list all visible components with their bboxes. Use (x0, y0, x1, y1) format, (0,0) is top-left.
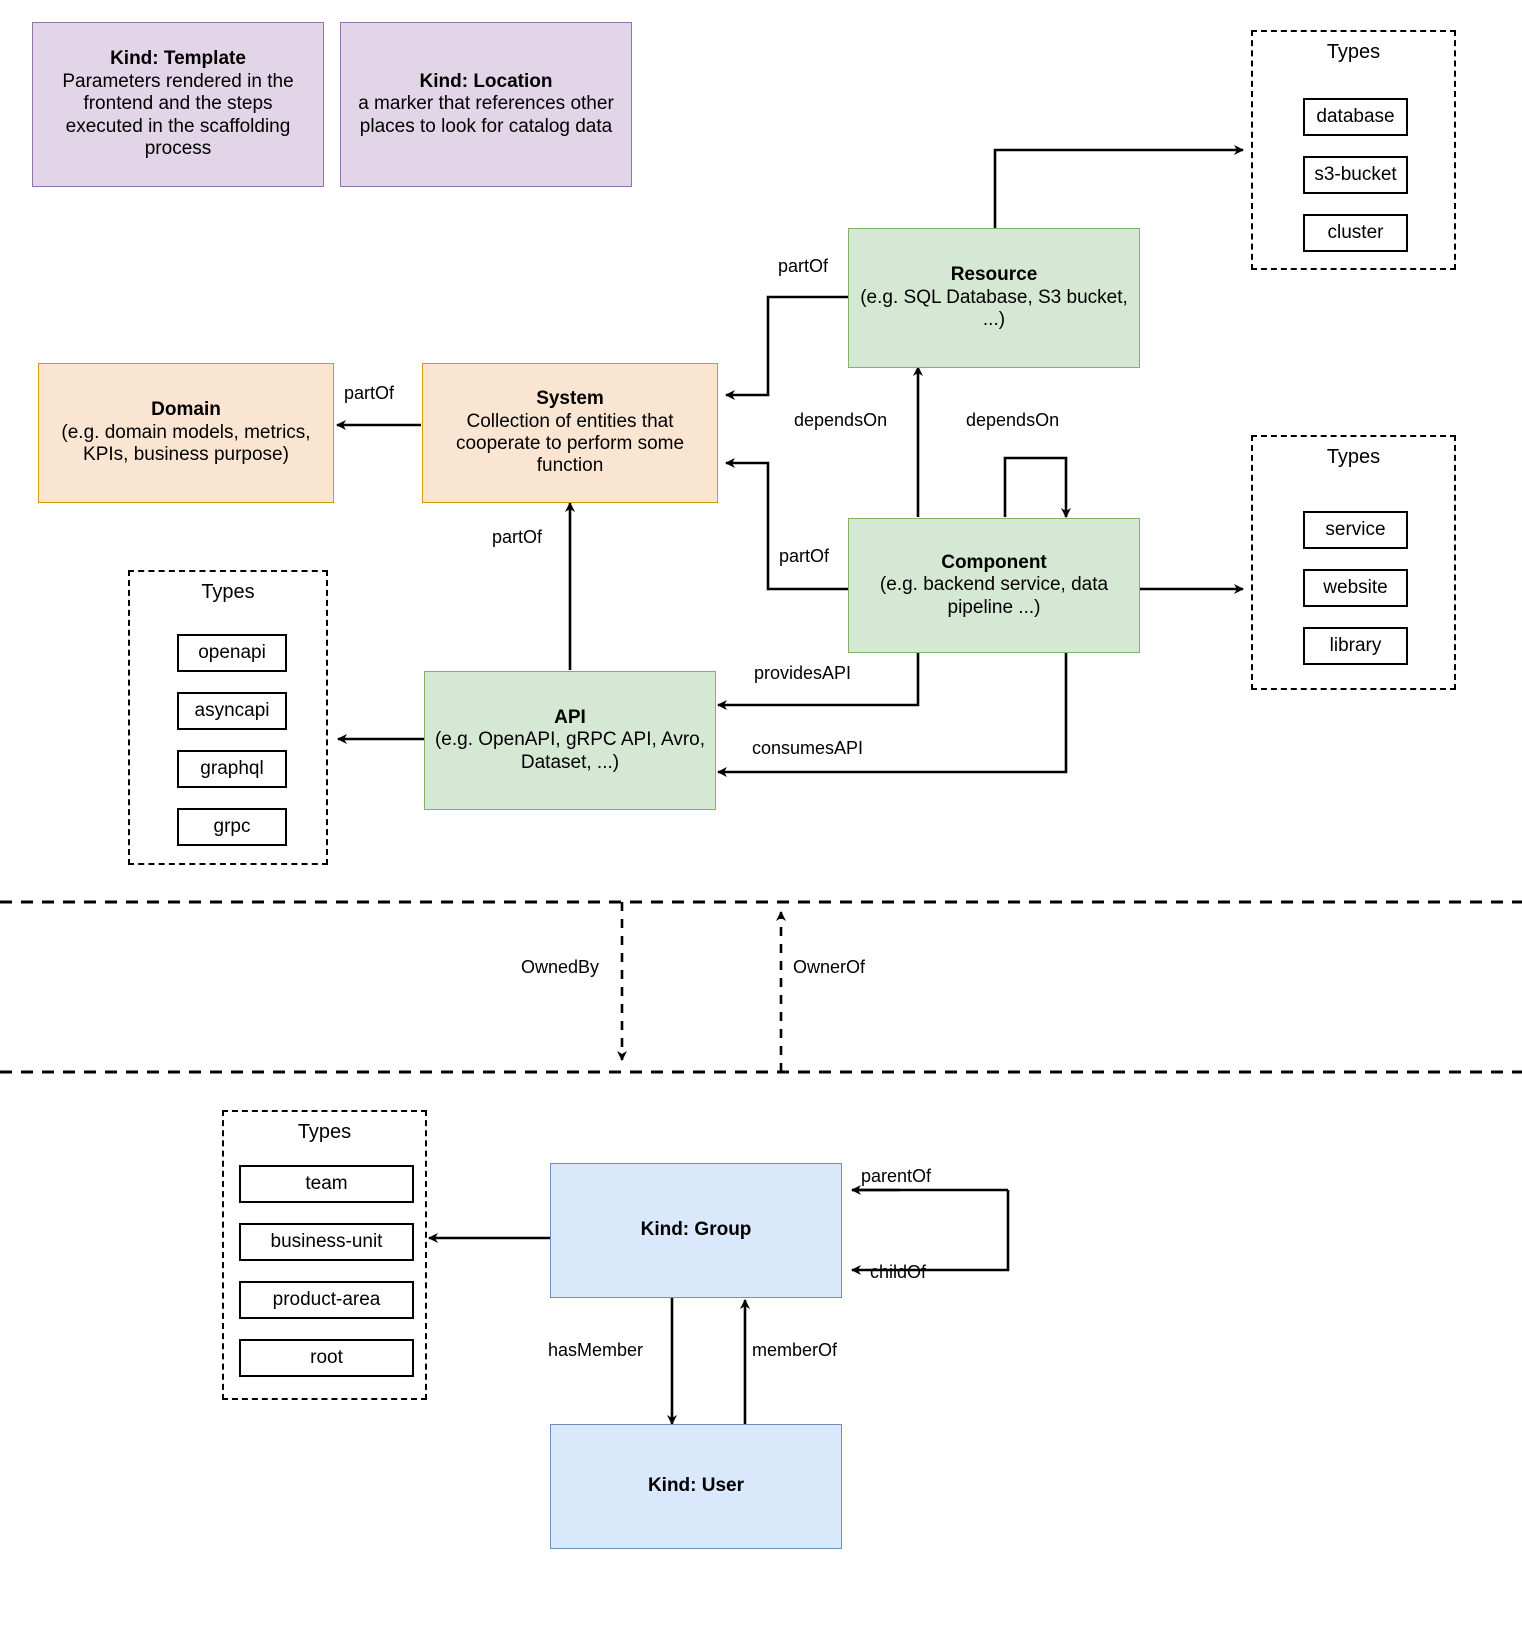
node-api-title: API (554, 706, 586, 728)
node-template-description: Parameters rendered in the frontend and … (62, 70, 294, 160)
node-kind-user[interactable]: Kind: User (550, 1424, 842, 1549)
node-kind-group[interactable]: Kind: Group (550, 1163, 842, 1298)
node-user-title: Kind: User (647, 1475, 745, 1497)
edge-label-system-partof-domain: partOf (344, 383, 395, 403)
type-chip-library[interactable]: library (1303, 627, 1408, 665)
edge-label-providesapi: providesAPI (754, 663, 852, 683)
edge-label-ownedby: OwnedBy (521, 957, 600, 977)
type-chip-team[interactable]: team (239, 1165, 414, 1203)
edge-component-providesapi-api (717, 652, 920, 710)
node-component-title: Component (941, 551, 1047, 573)
node-resource-title: Resource (950, 264, 1038, 286)
types-header-api: Types (201, 581, 255, 603)
type-chip-database[interactable]: database (1303, 98, 1408, 136)
edge-label-memberof: memberOf (752, 1340, 838, 1360)
edge-label-hasmember: hasMember (548, 1340, 644, 1360)
node-system-description: Collection of entities that cooperate to… (455, 410, 685, 477)
edge-resource-to-types (993, 145, 1244, 235)
types-box-resource: Types database s3-bucket cluster (1251, 30, 1456, 270)
types-box-api: Types openapi asyncapi graphql grpc (128, 570, 328, 865)
node-kind-location[interactable]: Kind: Location a marker that references … (340, 22, 632, 187)
type-chip-graphql[interactable]: graphql (177, 750, 287, 788)
edge-label-ownerof: OwnerOf (793, 957, 866, 977)
node-component-description: (e.g. backend service, data pipeline ...… (879, 574, 1109, 618)
type-chip-cluster[interactable]: cluster (1303, 214, 1408, 252)
edge-label-resource-partof: partOf (778, 256, 829, 276)
type-chip-grpc[interactable]: grpc (177, 808, 287, 846)
node-location-title: Kind: Location (419, 70, 553, 92)
edge-label-component-dependson-component: dependsOn (966, 410, 1060, 430)
node-api[interactable]: API (e.g. OpenAPI, gRPC API, Avro, Datas… (424, 671, 716, 810)
edge-group-childof (851, 1190, 1010, 1275)
node-group-title: Kind: Group (640, 1219, 752, 1241)
type-chip-product-area[interactable]: product-area (239, 1281, 414, 1319)
edge-component-consumesapi-api (717, 652, 1068, 777)
node-domain-description: (e.g. domain models, metrics, KPIs, busi… (61, 421, 311, 466)
edge-resource-partof-system (725, 295, 848, 400)
node-domain-title: Domain (151, 399, 221, 421)
node-system-title: System (536, 388, 604, 410)
type-chip-asyncapi[interactable]: asyncapi (177, 692, 287, 730)
node-kind-template[interactable]: Kind: Template Parameters rendered in th… (32, 22, 324, 187)
node-resource-description: (e.g. SQL Database, S3 bucket, ...) (860, 286, 1128, 331)
node-location-description: a marker that references other places to… (358, 93, 614, 137)
node-api-description: (e.g. OpenAPI, gRPC API, Avro, Dataset, … (434, 729, 705, 773)
edge-component-dependson-component (1003, 456, 1071, 518)
type-chip-root[interactable]: root (239, 1339, 414, 1377)
node-component[interactable]: Component (e.g. backend service, data pi… (848, 518, 1140, 653)
node-template-title: Kind: Template (110, 48, 246, 70)
edge-label-component-dependson-resource: dependsOn (794, 410, 888, 430)
edge-label-component-partof: partOf (779, 546, 830, 566)
node-domain[interactable]: Domain (e.g. domain models, metrics, KPI… (38, 363, 334, 503)
type-chip-service[interactable]: service (1303, 511, 1408, 549)
node-system[interactable]: System Collection of entities that coope… (422, 363, 718, 503)
edge-label-consumesapi: consumesAPI (752, 738, 864, 758)
edge-label-childof: childOf (870, 1262, 927, 1282)
node-resource[interactable]: Resource (e.g. SQL Database, S3 bucket, … (848, 228, 1140, 368)
types-header-component: Types (1326, 446, 1381, 468)
types-box-group: Types team business-unit product-area ro… (222, 1110, 427, 1400)
types-header-resource: Types (1326, 41, 1381, 63)
type-chip-website[interactable]: website (1303, 569, 1408, 607)
edge-label-parentof: parentOf (861, 1166, 932, 1186)
type-chip-s3-bucket[interactable]: s3-bucket (1303, 156, 1408, 194)
type-chip-business-unit[interactable]: business-unit (239, 1223, 414, 1261)
edge-component-partof-system (725, 458, 848, 591)
edge-label-api-partof: partOf (492, 527, 543, 547)
types-header-group: Types (297, 1121, 352, 1143)
type-chip-openapi[interactable]: openapi (177, 634, 287, 672)
types-box-component: Types service website library (1251, 435, 1456, 690)
